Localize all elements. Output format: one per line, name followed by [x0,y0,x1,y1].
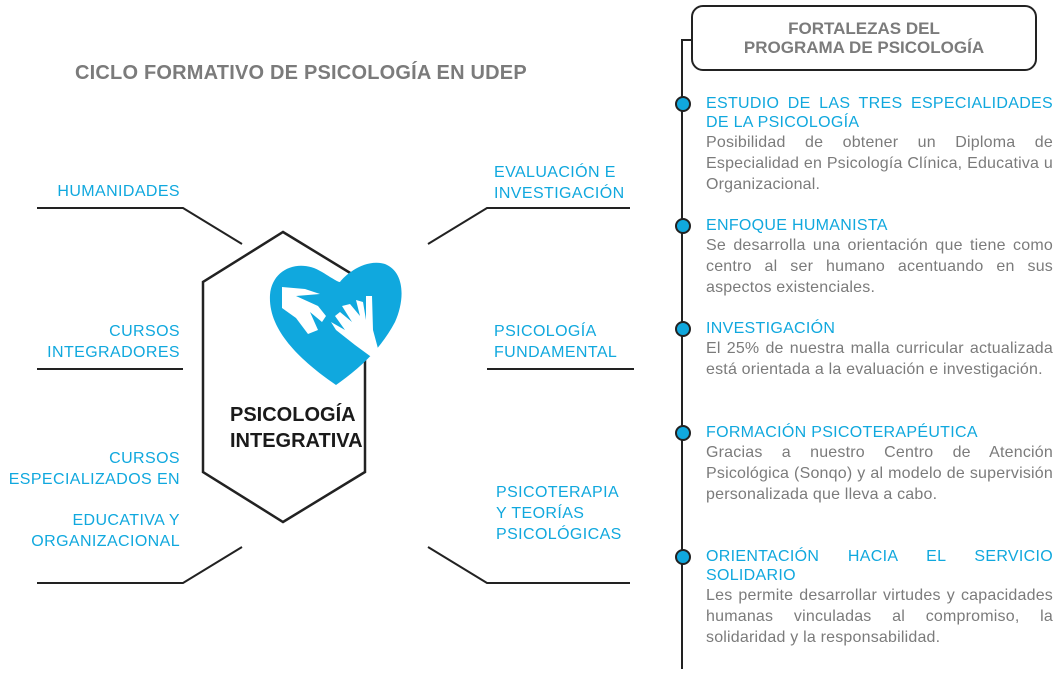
label-evaluacion: EVALUACIÓN E INVESTIGACIÓN [494,162,625,204]
strength-title: ESTUDIO DE LAS TRES ESPECIALIDADES DE LA… [706,95,1053,131]
strength-title: INVESTIGACIÓN [706,320,836,337]
label-line: PSICOTERAPIA [496,484,620,501]
strength-item: ENFOQUE HUMANISTA Se desarrolla una orien… [706,216,1053,298]
timeline-dot [675,218,691,234]
connector-lines [37,207,634,584]
line-especializados [37,546,243,584]
strength-title: ENFOQUE HUMANISTA [706,217,888,234]
timeline-dot [675,96,691,112]
strength-title: ORIENTACIÓN HACIA EL SERVICIO SOLIDARIO [706,548,1053,584]
label-humanidades: HUMANIDADES [57,181,180,202]
strength-body: Se desarrolla una orientación que tiene … [706,237,1053,296]
strength-item: FORMACIÓN PSICOTERAPÉUTICA Gracias a nues… [706,423,1053,505]
line-humanidades [37,207,243,245]
label-psicologia-fundamental: PSICOLOGÍA FUNDAMENTAL [494,321,617,363]
center-line-1: PSICOLOGÍA [230,404,356,426]
strength-title: FORMACIÓN PSICOTERAPÉUTICA [706,424,978,441]
label-line: PSICOLÓGICAS [496,526,622,543]
strength-body: El 25% de nuestra malla curricular actua… [706,340,1053,378]
label-line: CURSOS [109,450,180,467]
diagram-title: CICLO FORMATIVO DE PSICOLOGÍA EN UDEP [75,62,527,84]
timeline-dot [675,425,691,441]
timeline-dot [675,549,691,565]
label-line: INTEGRADORES [47,344,180,361]
label-psicoterapia: PSICOTERAPIA Y TEORÍAS PSICOLÓGICAS [496,482,622,545]
label-line: FUNDAMENTAL [494,344,618,361]
label-line: ESPECIALIZADOS EN [8,471,180,488]
timeline-dot [675,321,691,337]
label-line: ORGANIZACIONAL [31,533,180,550]
header-line-1: FORTALEZAS DEL [788,19,940,38]
label-educativa-organizacional: EDUCATIVA Y ORGANIZACIONAL [31,510,180,552]
label-line: EDUCATIVA Y [72,512,180,529]
heart-hands-icon [269,262,402,385]
line-psicoterapia [427,546,630,584]
label-cursos-especializados: CURSOS ESPECIALIZADOS EN [9,448,180,490]
strength-body: Les permite desarrollar virtudes y capac… [706,587,1053,646]
label-line: EVALUACIÓN E [494,164,616,181]
strength-item: INVESTIGACIÓN El 25% de nuestra malla cur… [706,319,1053,380]
label-line: Y TEORÍAS [496,505,585,522]
timeline-connector [681,39,692,41]
center-line-2: INTEGRATIVA [230,430,363,452]
strength-item: ESTUDIO DE LAS TRES ESPECIALIDADES DE LA… [706,94,1053,195]
line-evaluacion [427,207,630,245]
label-line: HUMANIDADES [57,183,180,200]
strength-body: Posibilidad de obtener un Diploma de Esp… [706,134,1053,193]
timeline-line [681,39,683,669]
label-cursos-integradores: CURSOS INTEGRADORES [47,321,180,363]
header-line-2: PROGRAMA DE PSICOLOGÍA [743,38,985,57]
label-line: PSICOLOGÍA [494,323,597,340]
label-line: CURSOS [109,323,180,340]
label-line: INVESTIGACIÓN [494,185,625,202]
strengths-header: FORTALEZAS DEL PROGRAMA DE PSICOLOGÍA [691,5,1037,71]
center-title: PSICOLOGÍA INTEGRATIVA [230,402,363,454]
strength-body: Gracias a nuestro Centro de Atención Psi… [706,444,1053,503]
